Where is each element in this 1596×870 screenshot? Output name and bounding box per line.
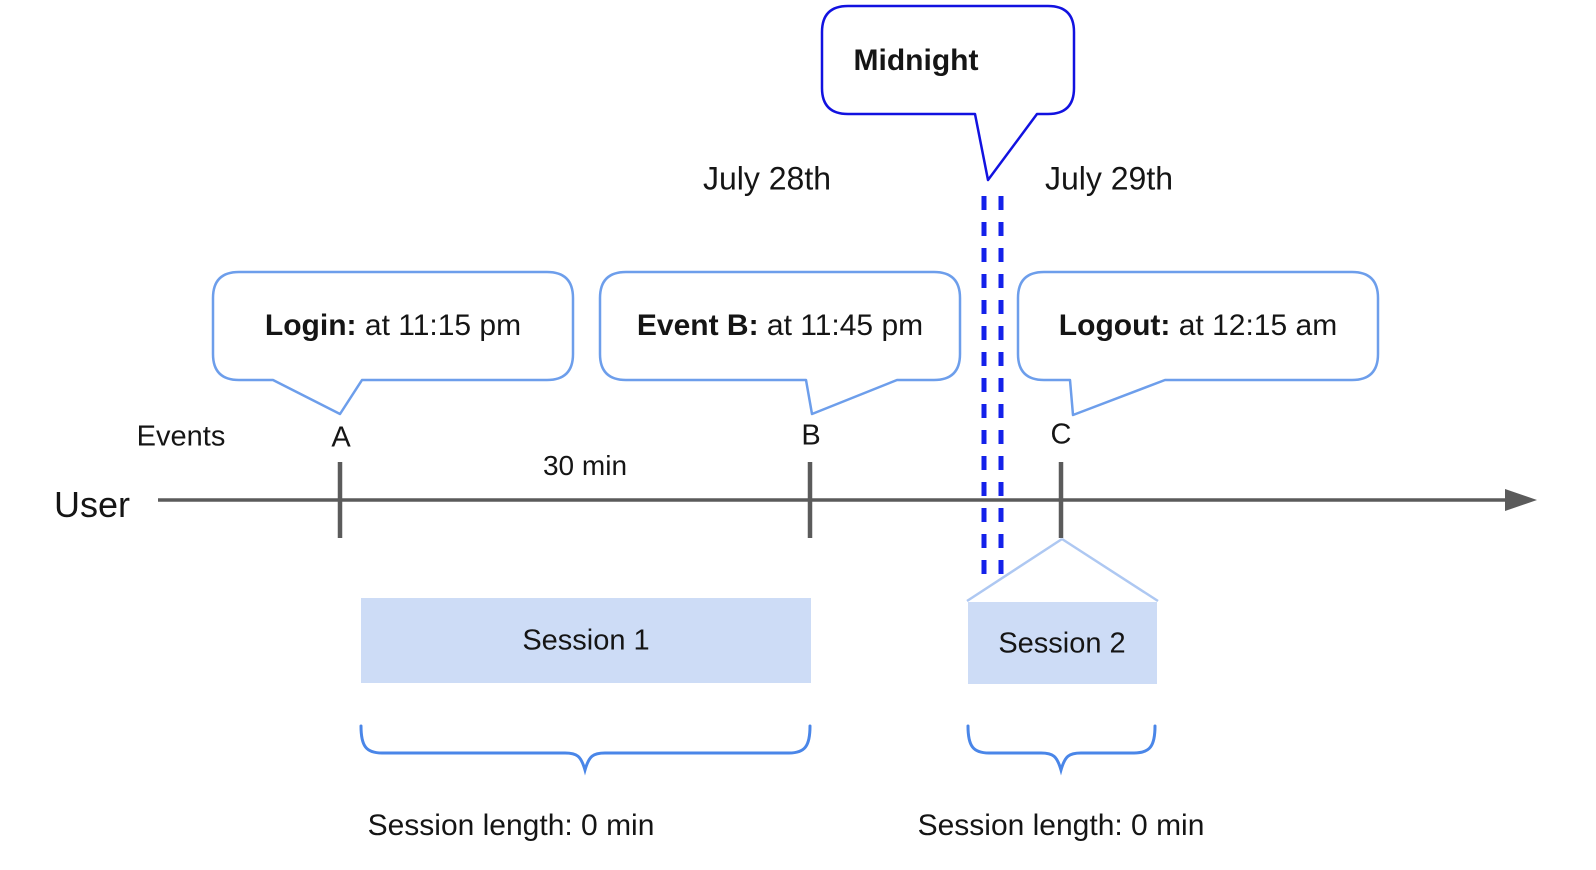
midnight-callout-shape bbox=[820, 4, 1076, 182]
event-marker-c: C bbox=[1050, 418, 1072, 451]
interval-30min-label: 30 min bbox=[542, 450, 628, 481]
logout-callout-shape bbox=[1016, 270, 1380, 417]
session-1-length-label: Session length: 0 min bbox=[367, 809, 655, 842]
event-b-callout-shape bbox=[598, 270, 962, 416]
event-marker-b: B bbox=[801, 419, 821, 452]
session-2-label: Session 2 bbox=[998, 627, 1126, 660]
login-callout-shape bbox=[211, 270, 575, 416]
logout-callout-label-bold: Logout: bbox=[1058, 309, 1171, 342]
event-b-callout-label-bold: Event B: bbox=[636, 309, 759, 342]
date-label-july-29: July 29th bbox=[1044, 160, 1174, 197]
event-b-callout-label-time: at 11:45 pm bbox=[758, 309, 924, 342]
login-callout-label-bold: Login: bbox=[264, 309, 357, 342]
login-callout-label-time: at 11:15 pm bbox=[356, 309, 522, 342]
session-2-connector-right-line bbox=[1061, 537, 1159, 603]
session-2-box bbox=[968, 602, 1157, 684]
login-callout-label: Login: at 11:15 pm bbox=[265, 309, 521, 343]
event-marker-a: A bbox=[331, 421, 351, 454]
event-b-callout-label: Event B: at 11:45 pm bbox=[637, 309, 923, 343]
events-row-label: Events bbox=[136, 420, 226, 453]
session-1-brace bbox=[359, 724, 812, 776]
date-label-july-28: July 28th bbox=[702, 160, 832, 197]
session-2-length-label: Session length: 0 min bbox=[917, 809, 1205, 842]
timeline-arrowhead bbox=[1505, 489, 1537, 511]
session-1-box bbox=[361, 598, 811, 683]
logout-callout-label-time: at 12:15 am bbox=[1170, 309, 1338, 342]
session-2-connector-left-line bbox=[966, 537, 1063, 603]
session-2-brace bbox=[966, 724, 1157, 776]
user-axis-label: User bbox=[53, 484, 131, 525]
midnight-callout-label: Midnight bbox=[853, 44, 979, 77]
logout-callout-label: Logout: at 12:15 am bbox=[1059, 309, 1337, 343]
session-1-label: Session 1 bbox=[522, 624, 650, 657]
